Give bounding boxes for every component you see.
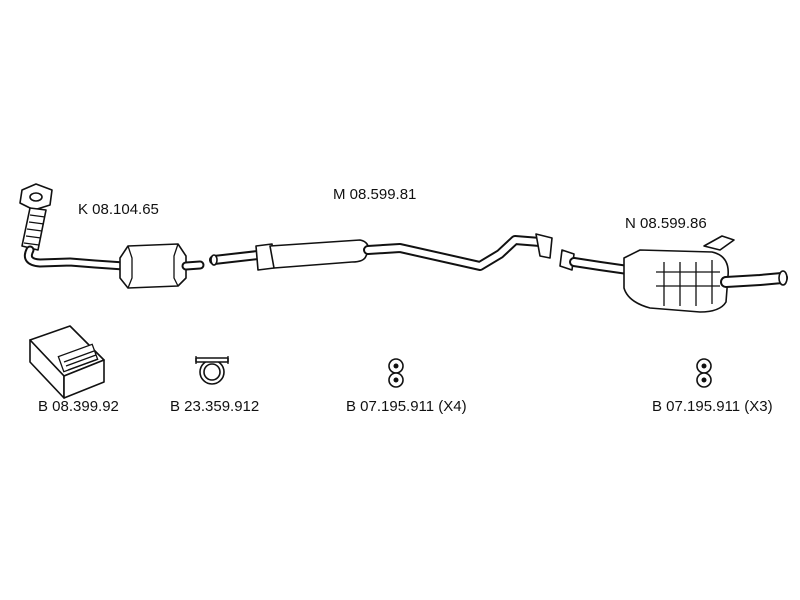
rubber-hanger-icon bbox=[696, 358, 712, 388]
rear-silencer-body bbox=[623, 249, 729, 313]
rear-silencer-bracket bbox=[703, 235, 735, 251]
hanger-middle-label: B 07.195.911 (X4) bbox=[346, 398, 467, 415]
middle-silencer-label: M 08.599.81 bbox=[333, 186, 416, 203]
rear-silencer-label: N 08.599.86 bbox=[625, 215, 707, 232]
middle-pipe-flange bbox=[535, 233, 553, 259]
middle-silencer-assembly bbox=[209, 233, 553, 271]
mounting-kit-icon bbox=[29, 325, 105, 399]
flex-section-ribs bbox=[23, 214, 46, 246]
clamp-label: B 23.359.912 bbox=[170, 398, 259, 415]
rubber-hanger-icon bbox=[388, 358, 404, 388]
front-pipe-assembly bbox=[19, 183, 205, 289]
front-pipe-flange-hole bbox=[29, 192, 43, 202]
middle-silencer-body bbox=[269, 239, 370, 269]
mounting-kit-label: B 08.399.92 bbox=[38, 398, 119, 415]
hanger-rear-label: B 07.195.911 (X3) bbox=[652, 398, 773, 415]
rear-silencer-assembly bbox=[559, 235, 788, 313]
front-pipe-label: K 08.104.65 bbox=[78, 201, 159, 218]
clamp-icon bbox=[195, 356, 229, 385]
front-pipe-flex-section bbox=[21, 207, 47, 251]
catalytic-converter bbox=[119, 243, 187, 289]
rear-silencer-ribs bbox=[656, 260, 720, 306]
